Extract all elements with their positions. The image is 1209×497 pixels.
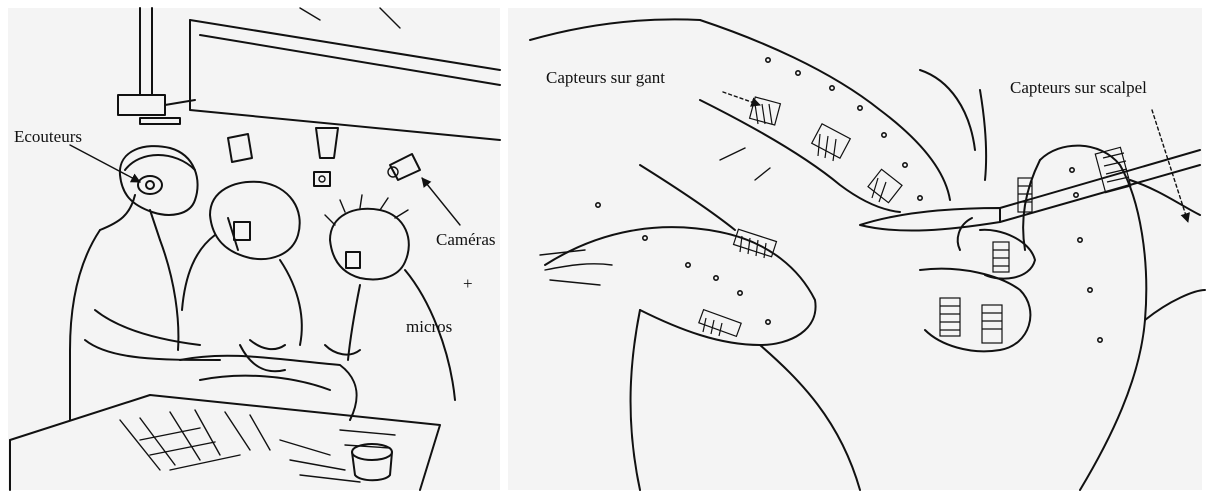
label-plus: +	[463, 274, 473, 294]
label-micros: micros	[406, 317, 452, 337]
label-ecouteurs: Ecouteurs	[14, 127, 82, 147]
label-capteurs-sur-scalpel: Capteurs sur scalpel	[1010, 78, 1147, 98]
operating-room-illustration	[8, 8, 500, 490]
label-cameras: Caméras	[436, 230, 495, 250]
label-capteurs-sur-gant: Capteurs sur gant	[546, 68, 665, 88]
